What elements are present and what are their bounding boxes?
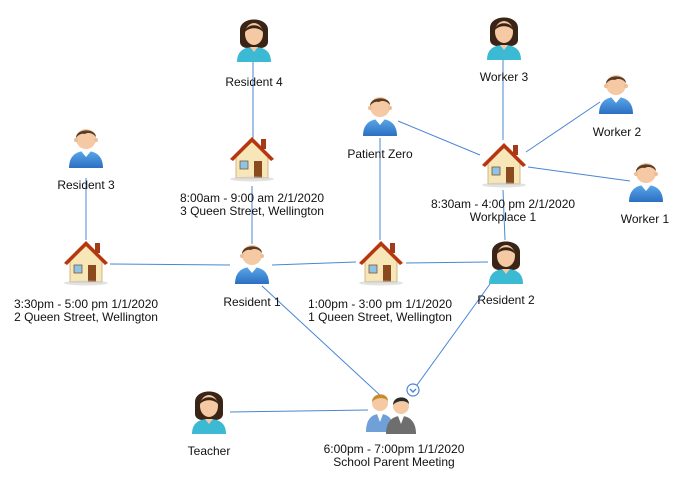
edge-worker1-workplace [527, 166, 631, 182]
edge-worker2-workplace [525, 101, 601, 153]
queen3-label: 8:00am - 9:00 am 2/1/2020 3 Queen Street… [180, 192, 324, 218]
patient-zero-node[interactable] [360, 92, 400, 136]
queen1-time: 1:00pm - 3:00 pm 1/1/2020 [307, 297, 453, 311]
resident4-label: Resident 4 [225, 75, 283, 89]
queen2-label: 3:30pm - 5:00 pm 1/1/2020 2 Queen Street… [14, 298, 158, 324]
person-female-icon [192, 391, 226, 434]
person-female-icon [489, 241, 523, 284]
house-icon [230, 137, 274, 182]
edge-queen2-resident1 [109, 263, 231, 266]
queen1-place: 1 Queen Street, Wellington [308, 310, 452, 324]
workplace-node[interactable] [478, 138, 530, 188]
meeting-time: 6:00pm - 7:00pm 1/1/2020 [323, 442, 465, 456]
edge-workplace-resident2 [502, 189, 506, 241]
queen1-node[interactable] [355, 236, 407, 286]
edge-resident1-meeting [261, 285, 383, 398]
resident2-label: Resident 2 [477, 293, 535, 307]
queen3-time: 8:00am - 9:00 am 2/1/2020 [179, 191, 325, 205]
meeting-group-icon [366, 383, 420, 434]
workplace-time: 8:30am - 4:00 pm 2/1/2020 [430, 197, 576, 211]
teacher-label: Teacher [187, 444, 231, 458]
worker1-node[interactable] [626, 158, 666, 202]
resident3-label: Resident 3 [57, 178, 115, 192]
queen2-node[interactable] [60, 236, 112, 286]
workplace-label: 8:30am - 4:00 pm 2/1/2020 Workplace 1 [431, 198, 575, 224]
house-icon [482, 143, 526, 188]
house-icon [64, 241, 108, 286]
meeting-label: 6:00pm - 7:00pm 1/1/2020 School Parent M… [324, 443, 465, 469]
resident4-node[interactable] [234, 18, 274, 62]
resident2-node[interactable] [486, 240, 526, 284]
teacher-node[interactable] [189, 390, 229, 434]
meeting-node[interactable] [366, 382, 426, 434]
worker3-node[interactable] [484, 16, 524, 60]
queen3-node[interactable] [226, 132, 278, 182]
resident1-node[interactable] [232, 240, 272, 284]
resident3-node[interactable] [66, 124, 106, 168]
worker3-label: Worker 3 [479, 70, 529, 84]
person-female-icon [487, 17, 521, 60]
workplace-place: Workplace 1 [469, 210, 537, 224]
edge-queen1-resident2 [405, 261, 489, 264]
queen3-place: 3 Queen Street, Wellington [180, 204, 324, 218]
worker2-label: Worker 2 [592, 125, 642, 139]
meeting-place: School Parent Meeting [333, 455, 455, 469]
worker1-label: Worker 1 [620, 212, 670, 226]
person-male-icon [235, 245, 269, 284]
edge-patientzero-workplace [397, 120, 481, 156]
patient-zero-label: Patient Zero [347, 147, 413, 161]
person-male-icon [363, 97, 397, 136]
queen2-place: 2 Queen Street, Wellington [14, 310, 158, 324]
queen1-label: 1:00pm - 3:00 pm 1/1/2020 1 Queen Street… [308, 298, 452, 324]
resident1-label: Resident 1 [223, 295, 281, 309]
person-male-icon [599, 75, 633, 114]
edge-resident1-queen1 [271, 261, 357, 266]
edge-resident2-meeting [411, 283, 491, 393]
edge-teacher-meeting [229, 409, 369, 413]
queen2-time: 3:30pm - 5:00 pm 1/1/2020 [13, 297, 159, 311]
person-male-icon [629, 163, 663, 202]
house-icon [359, 241, 403, 286]
worker2-node[interactable] [596, 70, 636, 114]
person-male-icon [69, 129, 103, 168]
person-female-icon [237, 19, 271, 62]
